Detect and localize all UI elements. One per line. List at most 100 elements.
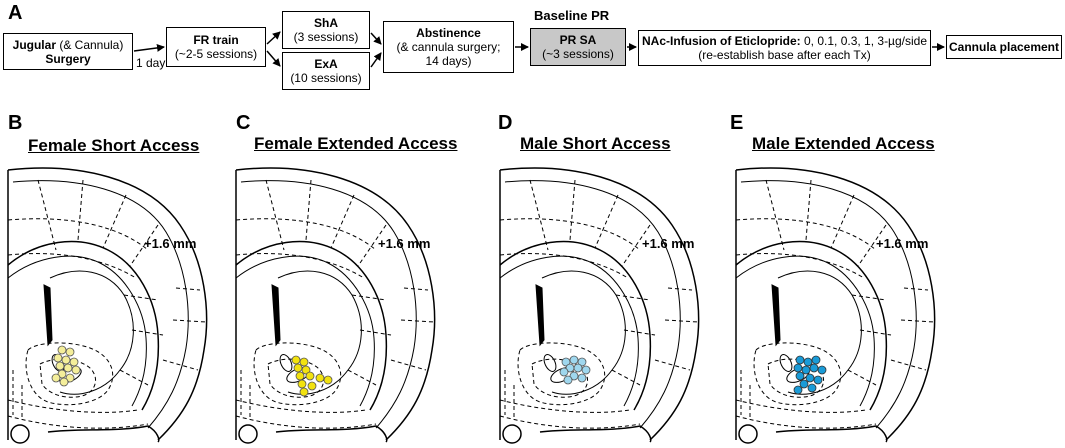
placement-dot xyxy=(297,379,307,389)
placement-dot xyxy=(55,361,65,371)
sha-box: ShA (3 sessions) xyxy=(282,11,370,49)
nac-bold-text: NAc-Infusion of Eticlopride: xyxy=(642,34,801,48)
placement-dot xyxy=(305,371,315,381)
exa-sessions-text: (10 sessions) xyxy=(290,71,362,85)
placement-dot xyxy=(795,355,805,365)
placement-dot xyxy=(69,357,79,367)
placement-dot xyxy=(801,365,811,375)
placement-dot xyxy=(59,377,69,387)
placement-dot xyxy=(51,373,61,383)
placement-dot xyxy=(65,373,75,383)
panel-letter-d: D xyxy=(498,112,513,134)
placement-dot xyxy=(53,353,63,363)
fr-train-text: FR train xyxy=(193,33,239,47)
mm-label-b: +1.6 mm xyxy=(144,236,197,251)
nac-line2: (re-establish base after each Tx) xyxy=(698,48,871,62)
panel-letter-a: A xyxy=(8,2,23,24)
placement-dot xyxy=(817,365,827,375)
nac-doses-text: 0, 0.1, 0.3, 1, 3-µg/side xyxy=(800,34,927,48)
pr-sessions-text: (~3 sessions) xyxy=(542,47,614,61)
nac-infusion-box: NAc-Infusion of Eticlopride: 0, 0.1, 0.3… xyxy=(638,30,931,66)
placement-dot xyxy=(803,357,813,367)
placement-dot xyxy=(577,357,587,367)
placement-dot xyxy=(793,385,803,395)
placement-dot xyxy=(805,373,815,383)
placement-dot xyxy=(569,355,579,365)
placement-dot xyxy=(295,371,305,381)
pr-sa-box: PR SA (~3 sessions) xyxy=(530,28,626,66)
arrow-sha-to-abst xyxy=(370,32,382,45)
abstinence-line3: 14 days) xyxy=(425,54,472,68)
abstinence-text: Abstinence xyxy=(416,26,481,40)
brain-section-d xyxy=(499,167,700,444)
placement-dot xyxy=(809,363,819,373)
title-male-extended: Male Extended Access xyxy=(752,134,935,153)
brain-section-b xyxy=(7,167,208,444)
baseline-pr-label: Baseline PR xyxy=(534,8,610,23)
placement-dots-d xyxy=(559,355,591,385)
placement-dots-c xyxy=(291,355,333,397)
placement-dot xyxy=(307,381,317,391)
nac-line1: NAc-Infusion of Eticlopride: 0, 0.1, 0.3… xyxy=(642,34,927,48)
placement-dot xyxy=(315,373,325,383)
placement-dot xyxy=(573,363,583,373)
placement-dot xyxy=(793,363,803,373)
fr-train-box: FR train (~2-5 sessions) xyxy=(166,27,266,67)
placement-dot xyxy=(577,373,587,383)
placement-dots-e xyxy=(793,355,827,395)
panel-letter-c: C xyxy=(236,112,251,134)
placement-dot xyxy=(291,355,301,365)
placement-dot xyxy=(301,365,311,375)
jugular-surgery-box: Jugular (& Cannula) Surgery xyxy=(3,33,133,70)
title-male-short: Male Short Access xyxy=(520,134,671,153)
arrow-exa-to-abst xyxy=(370,52,382,68)
abstinence-box: Abstinence (& cannula surgery; 14 days) xyxy=(383,21,514,73)
placement-dot xyxy=(57,369,67,379)
placement-dot xyxy=(569,371,579,381)
exa-text: ExA xyxy=(314,57,338,71)
placement-dot xyxy=(813,375,823,385)
placement-dot xyxy=(299,357,309,367)
placement-dot xyxy=(795,371,805,381)
arrow-fr-to-sha xyxy=(266,31,281,45)
cannula-text: (& Cannula) xyxy=(55,37,124,52)
mm-label-e: +1.6 mm xyxy=(876,236,929,251)
placement-dots-b xyxy=(51,345,81,387)
placement-dot xyxy=(799,379,809,389)
placement-dot xyxy=(57,345,67,355)
placement-dot xyxy=(61,355,71,365)
jugular-surgery-line1: Jugular (& Cannula) xyxy=(13,38,124,52)
fr-sessions-text: (~2-5 sessions) xyxy=(174,47,258,61)
cannula-placement-box: Cannula placement xyxy=(946,35,1062,59)
brain-section-e xyxy=(735,167,936,444)
placement-dot xyxy=(323,375,333,385)
exa-box: ExA (10 sessions) xyxy=(282,52,370,90)
title-female-extended: Female Extended Access xyxy=(254,134,458,153)
placement-dot xyxy=(807,383,817,393)
surgery-text: Surgery xyxy=(45,51,91,66)
panel-letter-e: E xyxy=(730,112,744,134)
arrow-surgery-to-fr xyxy=(133,43,165,52)
placement-dot xyxy=(581,365,591,375)
brain-section-c xyxy=(235,167,436,444)
placement-dot xyxy=(71,365,81,375)
placement-dot xyxy=(65,347,75,357)
sha-text: ShA xyxy=(314,16,338,30)
cannula-placement-text: Cannula placement xyxy=(948,40,1060,54)
abstinence-line2: (& cannula surgery; xyxy=(396,40,501,54)
placement-dot xyxy=(299,387,309,397)
jugular-text: Jugular xyxy=(12,37,56,52)
placement-dot xyxy=(811,355,821,365)
pr-sa-text: PR SA xyxy=(559,33,597,47)
one-day-label: 1 day xyxy=(136,56,166,70)
placement-dot xyxy=(293,363,303,373)
sha-sessions-text: (3 sessions) xyxy=(293,30,359,44)
title-female-short: Female Short Access xyxy=(28,136,200,155)
placement-dot xyxy=(563,375,573,385)
arrow-fr-to-exa xyxy=(266,50,281,67)
placement-dot xyxy=(561,357,571,367)
placement-dot xyxy=(63,363,73,373)
panel-letter-b: B xyxy=(8,112,23,134)
